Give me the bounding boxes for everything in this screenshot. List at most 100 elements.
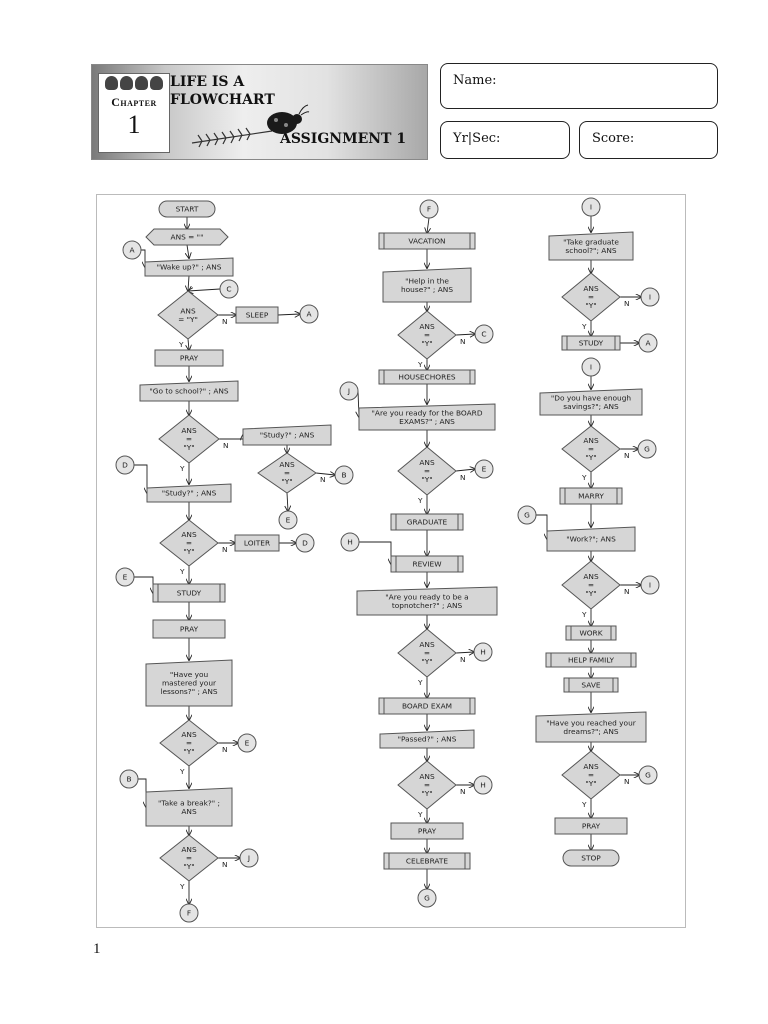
flow-node-decision-c2-dec3: ANS="Y" (397, 628, 457, 678)
node-label: J (247, 854, 250, 863)
node-label: E (123, 573, 128, 582)
node-label: LOITER (244, 539, 270, 548)
node-label: ANS (419, 640, 435, 649)
node-label: "Y" (183, 547, 194, 556)
score-field[interactable]: Score: (579, 121, 718, 159)
flow-node-decision-c1-dec4: ANS="Y" (159, 519, 219, 567)
node-label: ANS (583, 572, 599, 581)
flow-arrow (187, 244, 189, 258)
flow-node-io-c1-wake: "Wake up?" ; ANS (144, 257, 234, 277)
flow-node-predefined-c2-exam: BOARD EXAM (378, 697, 476, 715)
flow-arrow (359, 541, 391, 564)
node-label: I (649, 581, 651, 590)
flow-node-io-c1-study2q: "Study?" ; ANS (146, 483, 232, 503)
flow-arrow (455, 334, 475, 335)
flow-arrow (315, 473, 335, 475)
flow-arrow (287, 492, 288, 511)
flow-node-connector-c2-conH2: H (473, 642, 493, 662)
node-label: ANS (180, 306, 196, 315)
flow-node-predefined-c3-save: SAVE (563, 677, 619, 693)
node-label: START (176, 205, 199, 214)
branch-label: Y (417, 810, 423, 819)
flow-arrow (141, 249, 145, 267)
flow-arrow (134, 576, 153, 593)
flow-node-connector-c1-conE2: E (115, 567, 135, 587)
node-label: H (480, 648, 486, 657)
node-label: CELEBRATE (406, 857, 449, 866)
node-label: = (424, 467, 430, 476)
flow-node-predefined-c3-study: STUDY (561, 335, 621, 351)
flow-node-predefined-c2-vacation: VACATION (378, 232, 476, 250)
node-label: ANS (181, 426, 197, 435)
node-label: BOARD EXAM (402, 702, 452, 711)
node-label: "Go to school?" ; ANS (149, 387, 229, 396)
node-label: house?" ; ANS (401, 285, 453, 294)
branch-label: Y (417, 496, 423, 505)
branch-label: N (624, 451, 630, 460)
flow-node-predefined-c3-marry: MARRY (559, 487, 623, 505)
node-label: ANS (181, 730, 197, 739)
branch-label: Y (581, 473, 587, 482)
flow-node-connector-c2-conH3: H (473, 775, 493, 795)
flow-node-process-c2-pray: PRAY (390, 822, 464, 840)
branch-label: N (460, 473, 466, 482)
node-label: F (427, 205, 431, 214)
flow-node-hexagon-c1-init: ANS = "" (145, 228, 229, 246)
node-label: "Y" (183, 443, 194, 452)
flow-node-connector-c1-conE3: E (237, 733, 257, 753)
node-label: D (122, 461, 128, 470)
node-label: "Study?" ; ANS (162, 489, 217, 498)
node-label: I (590, 363, 592, 372)
node-label: dreams?"; ANS (563, 727, 618, 736)
flow-node-decision-c1-dec2: ANS="Y" (158, 414, 220, 464)
flow-node-connector-c2-conG: G (417, 888, 437, 908)
node-label: savings?"; ANS (563, 402, 619, 411)
flow-node-decision-c3-dec2: ANS="Y" (561, 425, 621, 473)
yr-sec-field[interactable]: Yr|Sec: (440, 121, 570, 159)
node-label: ANS (583, 284, 599, 293)
flow-node-io-c1-break: "Take a break?" ;ANS (145, 787, 233, 827)
node-label: E (245, 739, 250, 748)
node-label: = (186, 435, 192, 444)
node-label: A (645, 339, 650, 348)
node-label: A (306, 310, 311, 319)
flow-node-connector-c1-conJ: J (239, 848, 259, 868)
node-label: ANS (181, 845, 197, 854)
laurel-icon (191, 127, 273, 148)
flow-node-decision-c1-dec1: ANS= "Y" (157, 290, 219, 340)
yr-sec-label: Yr|Sec: (453, 131, 501, 146)
node-label: "Y" (421, 339, 432, 348)
node-label: ANS (181, 807, 197, 816)
node-label: STUDY (579, 339, 604, 348)
node-label: "Y" (585, 779, 596, 788)
node-label: = (186, 539, 192, 548)
branch-label: N (222, 745, 228, 754)
flow-node-connector-c2-conF: F (419, 199, 439, 219)
flow-node-io-c1-school: "Go to school?" ; ANS (139, 380, 239, 402)
node-label: G (645, 771, 651, 780)
flow-node-connector-c3-conG2: G (517, 505, 537, 525)
flow-node-terminal-c3-stop: STOP (562, 849, 620, 867)
node-label: "Work?"; ANS (566, 535, 616, 544)
name-field[interactable]: Name: (440, 63, 718, 109)
node-label: D (302, 539, 308, 548)
branch-label: N (223, 441, 229, 450)
chapter-number: 1 (127, 110, 141, 139)
branch-label: Y (581, 322, 587, 331)
flow-node-connector-c3-conG: G (637, 439, 657, 459)
node-label: E (286, 516, 291, 525)
branch-label: N (222, 860, 228, 869)
node-label: "Wake up?" ; ANS (157, 263, 222, 272)
node-label: "Y" (183, 747, 194, 756)
flow-node-connector-c1-conB1: B (334, 465, 354, 485)
node-label: F (187, 909, 191, 918)
flow-node-decision-c3-dec1: ANS="Y" (561, 272, 621, 322)
node-label: H (347, 538, 353, 547)
node-label: H (480, 781, 486, 790)
node-label: VACATION (408, 237, 445, 246)
node-label: "Y" (421, 657, 432, 666)
branch-label: N (624, 299, 630, 308)
